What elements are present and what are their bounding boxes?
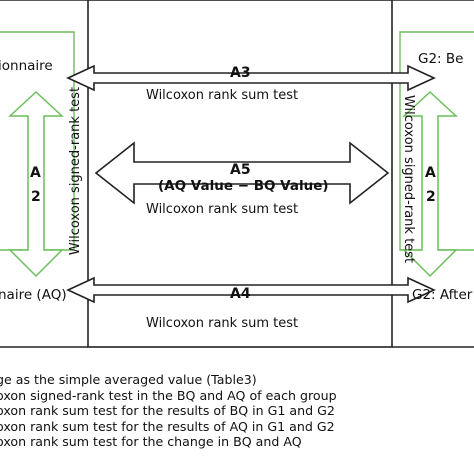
footnote-line: oxon rank sum test for the results of AQ… <box>0 418 335 434</box>
a5-label: A5 <box>230 162 251 178</box>
central-frame <box>87 0 393 348</box>
footnote-line: oxon signed-rank test in the BQ and AQ o… <box>0 387 337 403</box>
right-vertical-test: Wilcoxon signed-rank test <box>401 94 416 264</box>
a5-test: Wilcoxon rank sum test <box>146 202 299 217</box>
left-a2-letter: A <box>30 165 41 181</box>
right-bottom-label: G2: After <box>412 287 473 303</box>
a3-arrow <box>66 64 436 92</box>
footnote-line: ge as the simple averaged value (Table3) <box>0 372 257 387</box>
left-top-label: ionnaire <box>0 58 53 74</box>
a5-arrow <box>94 141 390 205</box>
a4-label: A4 <box>230 286 251 302</box>
footnote-line: oxon rank sum test for the change in BQ … <box>0 434 302 450</box>
footnote-line: oxon rank sum test for the results of BQ… <box>0 403 335 419</box>
left-a2-number: 2 <box>31 189 41 205</box>
left-a2-arrow <box>8 90 64 278</box>
a3-label: A3 <box>230 65 251 81</box>
a3-test: Wilcoxon rank sum test <box>146 88 299 103</box>
left-bottom-label: naire (AQ) <box>0 287 67 303</box>
right-a2-letter: A <box>425 165 436 181</box>
left-vertical-test: Wilcoxon signed-rank test <box>68 86 83 256</box>
a4-arrow <box>66 276 436 304</box>
a5-formula: (AQ Value − BQ Value) <box>158 178 329 194</box>
right-a2-arrow <box>402 90 458 278</box>
footnotes: ge as the simple averaged value (Table3)… <box>0 372 337 450</box>
right-top-label: G2: Be <box>418 51 464 67</box>
right-a2-number: 2 <box>426 189 436 205</box>
a4-test: Wilcoxon rank sum test <box>146 316 299 331</box>
